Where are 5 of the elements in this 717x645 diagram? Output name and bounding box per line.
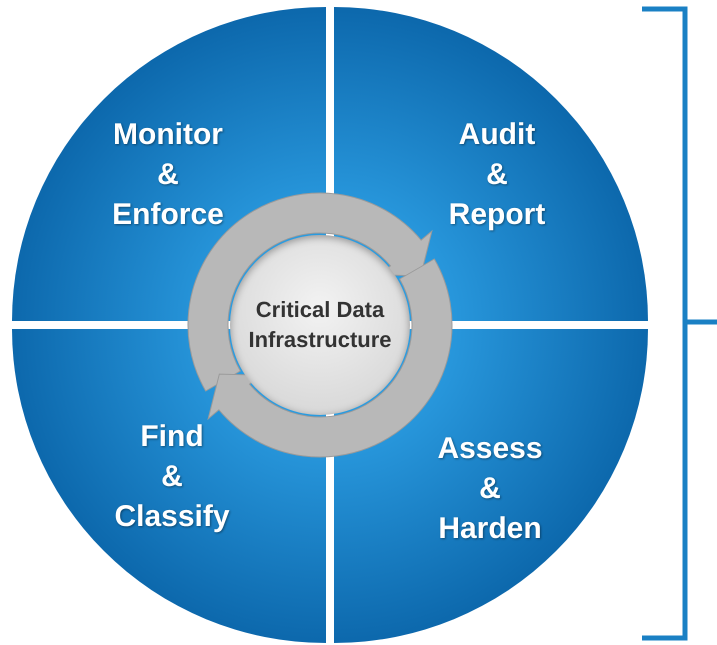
quadrant-title: Assess & Harden <box>436 431 544 547</box>
center-title: Critical Data Infrastructure <box>247 296 393 354</box>
quadrant-title: Monitor & Enforce <box>111 117 225 233</box>
quadrant-title: Find & Classify <box>113 419 231 535</box>
quadrant-title: Audit & Report <box>448 117 546 233</box>
